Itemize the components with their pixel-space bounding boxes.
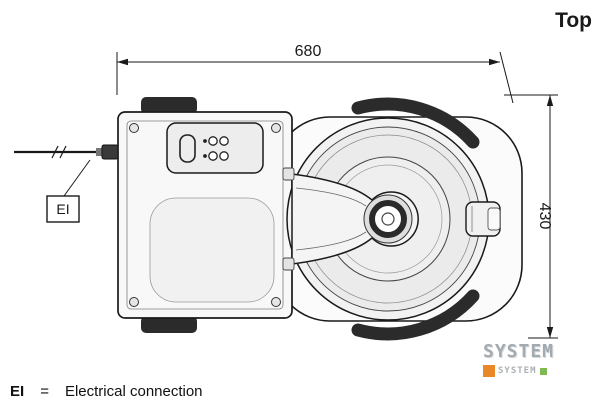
foot-pad-top-left bbox=[141, 97, 197, 114]
control-panel-outline bbox=[166, 122, 264, 174]
foot-pad-bottom-left bbox=[141, 316, 197, 333]
watermark-brand-small: SYSTEM bbox=[498, 366, 537, 376]
electrical-connection bbox=[14, 144, 119, 160]
callout-leader-line bbox=[63, 159, 91, 197]
body-inner-outline bbox=[126, 120, 284, 310]
arrowhead-bottom bbox=[546, 327, 554, 338]
cable-tick bbox=[59, 145, 67, 159]
arm-detail-line bbox=[295, 231, 367, 251]
foot-pad-bottom-right bbox=[351, 289, 480, 341]
dimension-height-label: 430 bbox=[536, 203, 553, 230]
watermark-logo-strip: SYSTEM bbox=[483, 365, 597, 377]
foot-pad-top-right bbox=[351, 97, 480, 149]
legend: EI = Electrical connection bbox=[10, 383, 203, 400]
panel-indicator bbox=[203, 154, 207, 158]
watermark-orange-block-icon bbox=[483, 365, 495, 377]
panel-button bbox=[219, 151, 229, 161]
arm-hinge-tab bbox=[282, 167, 295, 181]
bowl-clamp bbox=[465, 201, 501, 237]
machine-top-view: EI bbox=[14, 97, 523, 341]
callout-label: EI bbox=[56, 201, 69, 217]
control-panel bbox=[166, 122, 264, 174]
corner-screw bbox=[129, 297, 139, 307]
panel-button bbox=[208, 136, 218, 146]
panel-switch bbox=[179, 134, 196, 163]
cable-gland bbox=[96, 148, 104, 156]
legend-term: EI bbox=[10, 383, 25, 400]
panel-indicator bbox=[203, 139, 207, 143]
corner-screw bbox=[271, 297, 281, 307]
arm-detail-line bbox=[295, 187, 367, 207]
corner-screw bbox=[271, 123, 281, 133]
watermark-logo: SYSTEM SYSTEM bbox=[483, 341, 597, 377]
watermark-green-block-icon bbox=[539, 367, 547, 375]
callout-ei: EI bbox=[46, 159, 91, 223]
arm-hinge-tab bbox=[282, 257, 295, 271]
dimension-width-label: 680 bbox=[295, 43, 322, 60]
agitator-hub bbox=[363, 194, 413, 244]
arrowhead-left bbox=[117, 58, 128, 66]
panel-button bbox=[219, 136, 229, 146]
corner-screw bbox=[129, 123, 139, 133]
base-casting bbox=[149, 197, 275, 303]
dimension-height: 430 bbox=[504, 94, 558, 339]
dimension-width: 680 bbox=[116, 43, 514, 104]
legend-definition: Electrical connection bbox=[64, 383, 203, 400]
arrowhead-right bbox=[489, 58, 500, 66]
arrowhead-top bbox=[546, 95, 554, 106]
callout-box bbox=[46, 195, 80, 223]
clamp-handle bbox=[487, 207, 501, 231]
legend-equals-sign: = bbox=[40, 383, 49, 400]
cable-connector bbox=[101, 144, 119, 160]
watermark-brand-text: SYSTEM bbox=[483, 341, 555, 362]
view-title: Top bbox=[555, 9, 592, 32]
panel-button bbox=[208, 151, 218, 161]
cable-tick bbox=[51, 145, 59, 159]
hub-center bbox=[381, 212, 395, 226]
